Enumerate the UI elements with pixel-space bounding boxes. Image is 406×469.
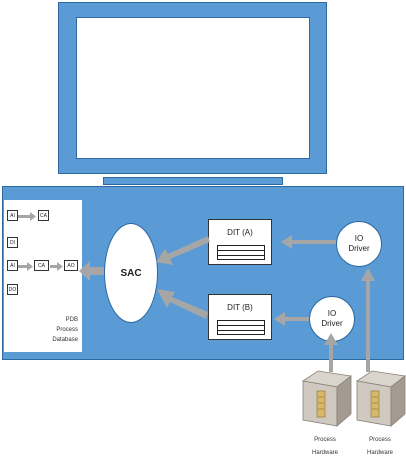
pdb-arrow-icon: [18, 262, 33, 271]
pdb-cell-do: DO: [7, 284, 18, 295]
io-driver-label: IO: [354, 234, 364, 243]
io-driver-label: Driver: [348, 244, 370, 253]
dit-b-title: DIT (B): [227, 303, 253, 312]
arrow-dit-b-to-sac: [157, 289, 208, 319]
hardware-label-line: Hardware: [366, 450, 393, 456]
hardware-label-line: Process: [314, 437, 336, 443]
pdb-cell-di: DI: [7, 237, 18, 248]
io-driver-top: IO Driver: [336, 221, 382, 267]
hardware-left-label: Process Hardware: [300, 434, 350, 460]
sac-node: SAC: [104, 223, 158, 323]
dit-a-title: DIT (A): [227, 228, 253, 237]
pdb-cell-ai: AI: [7, 210, 18, 221]
arrow-dit-a-to-sac: [156, 236, 210, 265]
process-database: AI CA DI AI CA AO DO PDB Process Databas…: [4, 200, 82, 352]
pdb-caption-line: PDB: [65, 317, 78, 323]
sac-label: SAC: [120, 267, 142, 279]
io-driver-bottom: IO Driver: [309, 296, 355, 342]
arrow-driver-top-to-dit-a: [281, 235, 336, 249]
monitor: [58, 2, 327, 174]
pdb-arrow-icon: [18, 212, 36, 221]
pdb-cell-ca: CA: [34, 260, 49, 271]
pdb-caption-line: Process: [56, 327, 78, 333]
pdb-cell-ai: AI: [7, 260, 18, 271]
hardware-right-label: Process Hardware: [355, 434, 405, 460]
dit-a-table: DIT (A): [208, 219, 272, 265]
pdb-cell-ca: CA: [38, 210, 49, 221]
io-driver-label: IO: [327, 309, 337, 318]
io-driver-label: Driver: [321, 319, 343, 328]
hardware-label-line: Hardware: [311, 450, 338, 456]
server-icon: [355, 370, 406, 427]
dit-b-rows: [217, 320, 265, 335]
arrow-sac-to-pdb: [79, 261, 104, 281]
monitor-screen: [76, 17, 310, 159]
pdb-arrow-icon: [50, 262, 63, 271]
arrow-hardware-left-to-driver: [324, 333, 338, 372]
arrow-hardware-right-to-driver: [361, 268, 375, 372]
dit-b-table: DIT (B): [208, 294, 272, 340]
hardware-label-line: Process: [369, 437, 391, 443]
arrow-driver-bottom-to-dit-b: [274, 312, 309, 326]
dit-a-rows: [217, 245, 265, 260]
pdb-cell-ao: AO: [64, 260, 78, 271]
pdb-caption-line: Database: [52, 337, 78, 343]
monitor-stand: [103, 177, 283, 185]
server-icon: [301, 370, 352, 427]
